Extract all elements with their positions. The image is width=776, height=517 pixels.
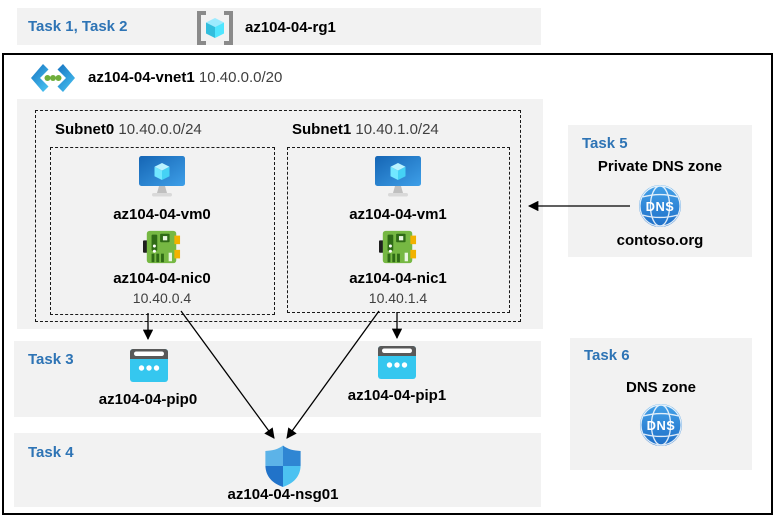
subnet1-dashed-box bbox=[287, 147, 510, 313]
nic0-ip: 10.40.0.4 bbox=[132, 290, 192, 306]
resource-group-label: az104-04-rg1 bbox=[245, 19, 336, 36]
nic1-ip: 10.40.1.4 bbox=[368, 290, 428, 306]
task6-title: DNS zone bbox=[625, 379, 696, 396]
pip1-label: az104-04-pip1 bbox=[347, 387, 447, 404]
pip0-label: az104-04-pip0 bbox=[98, 391, 198, 408]
private-dns-zone-icon dns-globe-icon bbox=[638, 184, 682, 228]
vm1-icon virtual-machine-icon bbox=[374, 156, 422, 198]
task5-title: Private DNS zone bbox=[597, 158, 723, 175]
vnet-label: az104-04-vnet1 10.40.0.0/20 bbox=[88, 68, 282, 87]
virtual-network-icon bbox=[30, 63, 76, 93]
subnet1-label: Subnet1 10.40.1.0/24 bbox=[292, 120, 439, 139]
pip0-icon public-ip-icon bbox=[130, 349, 168, 382]
task12-label: Task 1, Task 2 bbox=[28, 18, 128, 35]
vm0-label: az104-04-vm0 bbox=[113, 206, 211, 223]
dns-zone-icon dns-globe-icon bbox=[639, 403, 683, 447]
task3-label: Task 3 bbox=[28, 351, 74, 368]
resource-group-icon bbox=[195, 10, 235, 46]
task12-band bbox=[17, 8, 541, 45]
task5-label: Task 5 bbox=[582, 135, 628, 152]
subnet0-name: Subnet0 bbox=[55, 121, 115, 138]
nic0-label: az104-04-nic0 bbox=[113, 270, 211, 287]
subnet1-cidr: 10.40.1.0/24 bbox=[355, 121, 439, 138]
nic1-label: az104-04-nic1 bbox=[349, 270, 447, 287]
vm1-label: az104-04-vm1 bbox=[349, 206, 447, 223]
pip1-icon public-ip-icon bbox=[378, 346, 416, 379]
vm0-icon virtual-machine-icon bbox=[138, 156, 186, 198]
vnet-name: az104-04-vnet1 bbox=[88, 69, 195, 86]
nsg-icon nsg-shield-icon bbox=[263, 444, 303, 488]
subnets-panel bbox=[17, 99, 543, 329]
task6-label: Task 6 bbox=[584, 347, 630, 364]
nic0-icon network-interface-icon bbox=[143, 227, 181, 267]
task4-label: Task 4 bbox=[28, 444, 74, 461]
task3-band bbox=[14, 341, 541, 417]
task5-zone-name: contoso.org bbox=[616, 232, 704, 249]
subnets-outer-dashed-box bbox=[35, 110, 521, 322]
nsg-label: az104-04-nsg01 bbox=[227, 486, 339, 503]
subnet0-label: Subnet0 10.40.0.0/24 bbox=[55, 120, 202, 139]
nic1-icon network-interface-icon bbox=[379, 227, 417, 267]
subnet1-name: Subnet1 bbox=[292, 121, 352, 138]
vnet-cidr: 10.40.0.0/20 bbox=[198, 69, 283, 86]
subnet0-dashed-box bbox=[50, 147, 275, 315]
subnet0-cidr: 10.40.0.0/24 bbox=[118, 121, 202, 138]
